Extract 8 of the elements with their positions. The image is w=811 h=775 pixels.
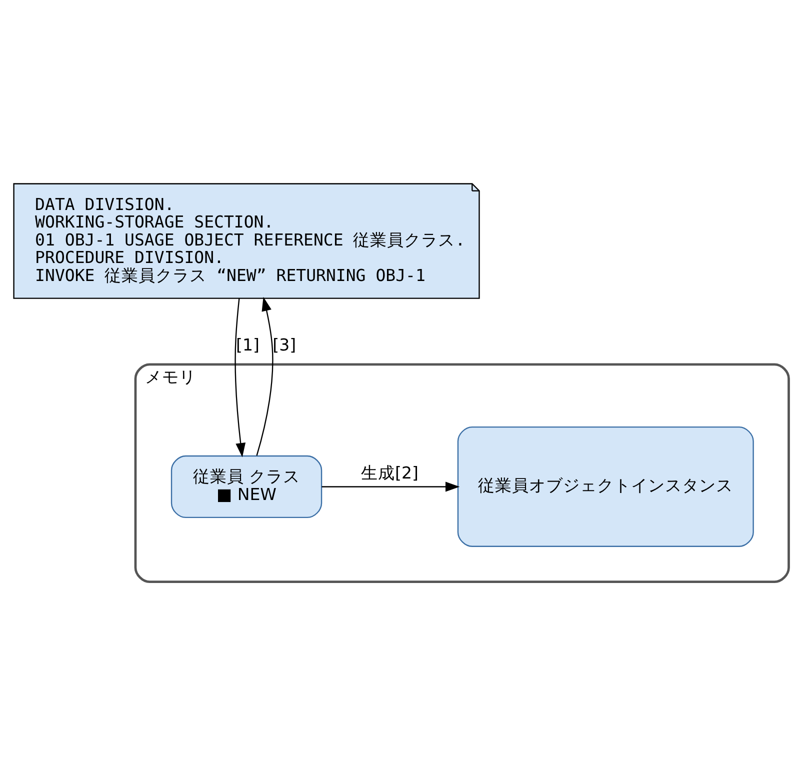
arrow	[234, 298, 246, 458]
arrow	[256, 296, 273, 456]
edge-label: [1]	[236, 336, 259, 355]
arrow	[321, 482, 460, 492]
node-box: 従業員オブジェクトインスタンス	[456, 426, 754, 547]
node-box: 従業員 クラス ■ NEW	[170, 455, 322, 518]
edge-label: [3]	[272, 336, 296, 355]
edge-label: 生成[2]	[360, 464, 418, 483]
